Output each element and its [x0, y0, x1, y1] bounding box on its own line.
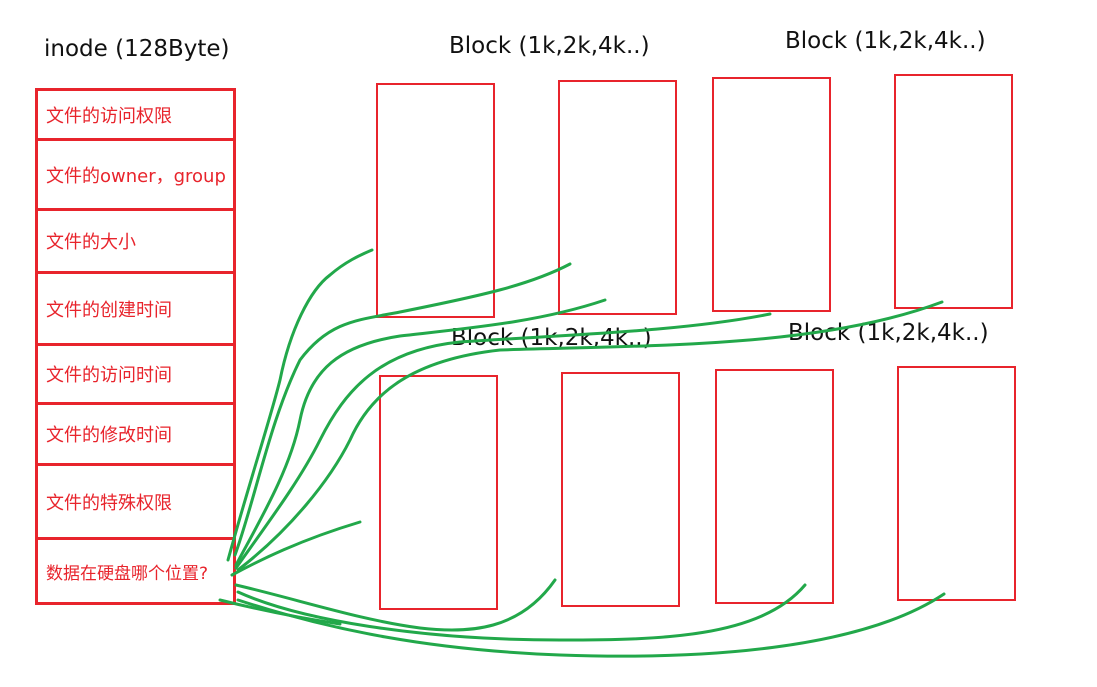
block-title: Block (1k,2k,4k..) — [449, 33, 650, 59]
data-block — [561, 372, 680, 607]
data-block — [376, 83, 495, 318]
pointer-line — [236, 583, 807, 642]
inode-field-special-perms: 文件的特殊权限 — [38, 466, 233, 540]
data-block — [897, 366, 1016, 601]
data-block — [894, 74, 1013, 309]
block-title: Block (1k,2k,4k..) — [785, 28, 986, 54]
inode-field-data-location: 数据在硬盘哪个位置? — [46, 563, 209, 584]
inode-field-mtime: 文件的修改时间 — [38, 405, 233, 466]
inode-field-owner-group: 文件的owner，group — [38, 141, 233, 211]
pointer-line — [236, 592, 946, 658]
pointer-line — [236, 300, 944, 572]
inode-field-permissions: 文件的访问权限 — [38, 91, 233, 141]
inode-field-size: 文件的大小 — [38, 211, 233, 274]
pointer-line — [233, 262, 572, 557]
pointer-line — [230, 520, 362, 577]
pointer-line — [234, 578, 557, 632]
pointer-line — [218, 598, 342, 626]
pointer-line — [234, 312, 772, 570]
data-block — [715, 369, 834, 604]
pointer-line — [234, 298, 607, 567]
data-block — [558, 80, 677, 315]
pointer-line — [226, 248, 374, 562]
data-block — [379, 375, 498, 610]
data-block — [712, 77, 831, 312]
inode-field-ctime: 文件的创建时间 — [38, 274, 233, 346]
inode-table: 文件的访问权限 文件的owner，group 文件的大小 文件的创建时间 文件的… — [35, 88, 236, 605]
inode-field-atime: 文件的访问时间 — [38, 346, 233, 405]
inode-title: inode (128Byte) — [44, 36, 230, 62]
